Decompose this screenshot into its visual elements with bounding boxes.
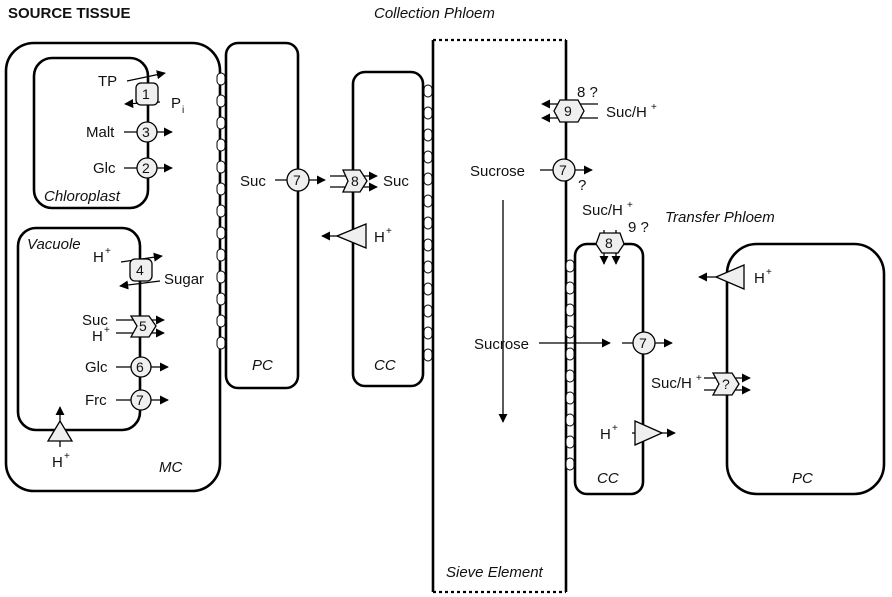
pc-collection-label: PC: [252, 357, 273, 374]
phloem-parenchyma-box: [224, 41, 300, 390]
h-symport-plus: +: [104, 325, 110, 336]
transporter-3: [136, 121, 158, 143]
transporter-2: [136, 157, 158, 179]
sieve-element-label: Sieve Element: [446, 564, 544, 581]
vacuole-label: Vacuole: [27, 236, 81, 253]
transporter-7-se: [552, 158, 576, 182]
h-pump-vacuole-plus: +: [64, 451, 70, 462]
h-pump-vacuole-label: H: [52, 454, 63, 471]
h-pc-transfer-plus: +: [766, 267, 772, 278]
suc-vacuole-label: Suc: [82, 312, 108, 329]
transporter-8-transfer: [595, 232, 625, 254]
mc-label: MC: [159, 459, 182, 476]
transporter-2-number: 2: [142, 160, 150, 176]
h-cc-transfer-plus: +: [612, 423, 618, 434]
sucrose-top-label: Sucrose: [470, 163, 525, 180]
pc-transfer-label: PC: [792, 470, 813, 487]
suc-cc-label: Suc: [383, 173, 409, 190]
sugar-import-arrow: [119, 280, 161, 290]
glc-vacuole-label: Glc: [85, 359, 108, 376]
transporter-8-collection: [341, 169, 368, 193]
transporter-5-number: 5: [139, 318, 147, 334]
transporter-6-number: 6: [136, 359, 144, 375]
transporter-4-number: 4: [136, 262, 144, 278]
tp-label: TP: [98, 73, 117, 90]
transporter-7-vacuole: [130, 389, 152, 411]
suc-h-top-plus: +: [651, 102, 657, 113]
t7-question-label: ?: [578, 177, 586, 194]
h-collection-plus: +: [386, 226, 392, 237]
h-atpase-cc-transfer: [634, 419, 664, 447]
pi-label: P: [171, 95, 181, 112]
transporter-7-pc-number: 7: [293, 172, 301, 188]
h-pc-transfer-label: H: [754, 270, 765, 287]
transporter-7-vacuole-number: 7: [136, 392, 144, 408]
chloroplast-label: Chloroplast: [44, 188, 121, 205]
cc-collection-label: CC: [374, 357, 396, 374]
h-atpase-collection: [335, 223, 367, 249]
transporter-3-number: 3: [142, 124, 150, 140]
suc-h-unknown-label: Suc/H: [651, 375, 692, 392]
frc-label: Frc: [85, 392, 107, 409]
transporter-7-se-number: 7: [559, 162, 567, 178]
transporter-9-top-number: 9: [564, 103, 572, 119]
h-cc-transfer-label: H: [600, 426, 611, 443]
transporter-8-collection-number: 8: [351, 173, 359, 189]
transfer-phloem-label: Transfer Phloem: [665, 209, 775, 226]
transporter-1: [135, 82, 159, 106]
h-symport-label: H: [92, 328, 103, 345]
transporter-5: [129, 315, 157, 338]
sugar-label: Sugar: [164, 271, 204, 288]
transporter-unknown: [711, 372, 740, 396]
plasmodesmata-cc-se: [423, 84, 433, 362]
suc-h-transfer-label: Suc/H: [582, 202, 623, 219]
h-vacuole-label: H: [93, 249, 104, 266]
companion-cell-transfer-box: [573, 242, 645, 496]
malt-label: Malt: [86, 124, 115, 141]
h-vacuole-plus: +: [105, 246, 111, 257]
tp-export-arrow: [126, 70, 166, 82]
transporter-7-pc: [286, 168, 310, 192]
transporter-1-number: 1: [142, 86, 150, 102]
transporter-7-cc: [632, 331, 656, 355]
transporter-4: [129, 258, 153, 282]
transporter-unknown-number: ?: [722, 376, 730, 392]
transporter-6: [130, 356, 152, 378]
diagram-title: SOURCE TISSUE: [8, 5, 131, 22]
transporter-7-cc-number: 7: [639, 335, 647, 351]
suc-h-transfer-plus: +: [627, 200, 633, 211]
suc-h-top-label: Suc/H: [606, 104, 647, 121]
mesophyll-cell-box: [4, 41, 222, 493]
t8-question-label: 8 ?: [577, 84, 598, 101]
h-collection-label: H: [374, 229, 385, 246]
pc-transfer-box: [725, 242, 886, 496]
h-atpase-pc-transfer: [714, 264, 745, 290]
pi-subscript: i: [182, 105, 184, 116]
transporter-9-top: [553, 99, 585, 123]
h-atpase-vacuole: [46, 419, 74, 442]
glc-chloroplast-label: Glc: [93, 160, 116, 177]
transporter-8-transfer-number: 8: [605, 235, 613, 251]
suc-h-unknown-plus: +: [696, 373, 702, 384]
cc-transfer-label: CC: [597, 470, 619, 487]
t9-question-label: 9 ?: [628, 219, 649, 236]
suc-pc-label: Suc: [240, 173, 266, 190]
sucrose-bottom-label: Sucrose: [474, 336, 529, 353]
collection-phloem-label: Collection Phloem: [374, 5, 495, 22]
